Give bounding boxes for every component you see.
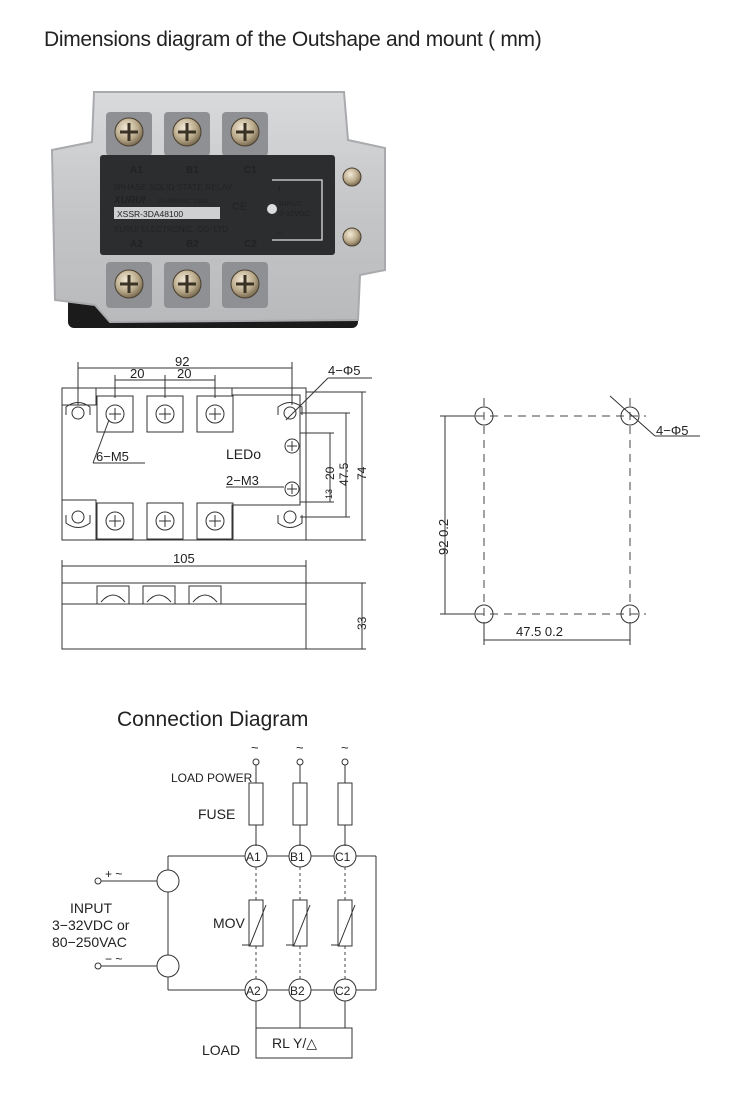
photo-company: XURUI ELECTRONIC. CO; LTD [114, 225, 228, 234]
tilde-a: ~ [251, 740, 259, 755]
label-plus-ac: + ~ [105, 867, 122, 881]
label-led: LEDo [226, 446, 261, 462]
photo-rating: 24-480VAC 100A [158, 198, 209, 205]
conn-terminal-c2: C2 [335, 984, 351, 998]
photo-terminal-a2: A2 [130, 239, 143, 250]
label-fuse: FUSE [198, 806, 235, 822]
mov-elements [242, 867, 356, 979]
dim-pitch-a: 20 [130, 366, 144, 381]
input-wires [94, 877, 157, 970]
conn-terminal-c1: C1 [335, 850, 351, 864]
mount-holes-diagram [440, 395, 700, 645]
load-box-label: RL Y/△ [272, 1035, 317, 1051]
label-mov: MOV [213, 915, 246, 931]
label-load: LOAD [202, 1042, 240, 1058]
tilde-b: ~ [296, 740, 304, 755]
label-4-phi5-mount: 4−Φ5 [656, 423, 688, 438]
supply-lines [248, 758, 353, 846]
dim-pitch-b: 20 [177, 366, 191, 381]
photo-terminal-c2: C2 [244, 239, 257, 250]
label-minus-ac: − ~ [105, 952, 122, 966]
dim-105: 105 [173, 551, 195, 566]
dimensions-title: Dimensions diagram of the Outshape and m… [44, 28, 542, 51]
photo-terminal-a1: A1 [130, 165, 143, 176]
dim-74: 74 [355, 466, 369, 480]
load-wiring [255, 1001, 353, 1059]
mount-slots [65, 402, 303, 528]
label-input-dc: 3−32VDC or [52, 917, 130, 933]
photo-terminal-b2: B2 [186, 239, 199, 250]
top-terminals [96, 395, 234, 433]
label-input: INPUT [70, 900, 112, 916]
dim-33: 33 [355, 616, 369, 630]
side-terminals [96, 585, 222, 605]
product-photo: A1 B1 C1 3PHASE SOLID STATE RELAY XURUI … [50, 91, 386, 328]
bottom-terminals [96, 502, 234, 540]
dim-92-tolerance: 92 0.2 [436, 519, 451, 555]
photo-plus: + [277, 184, 282, 194]
photo-input-range: 3-32VDC [279, 209, 310, 218]
photo-terminal-c1: C1 [244, 165, 257, 176]
dim-13: 13 [324, 489, 334, 499]
connection-title: Connection Diagram [117, 708, 309, 731]
front-body [61, 387, 307, 541]
photo-ce-mark: CE [232, 201, 247, 213]
front-view-drawing: 92 20 20 6−M5 4−Φ5 LEDo 2−M3 [61, 354, 700, 650]
relay-box [156, 855, 377, 991]
conn-terminal-a2: A2 [246, 984, 261, 998]
side-body [61, 582, 307, 650]
conn-terminal-a1: A1 [246, 850, 261, 864]
photo-minus: − [277, 228, 282, 238]
label-load-power: LOAD POWER [171, 771, 253, 785]
label-4-phi5-front: 4−Φ5 [328, 363, 360, 378]
label-2-m3: 2−M3 [226, 473, 259, 488]
dim-47-5-tolerance: 47.5 0.2 [516, 624, 563, 639]
dim-92: 92 [175, 354, 189, 369]
dim-47-5: 47.5 [337, 462, 351, 486]
photo-product-title: 3PHASE SOLID STATE RELAY [113, 182, 233, 192]
conn-terminal-b1: B1 [290, 850, 305, 864]
label-6-m5: 6−M5 [96, 449, 129, 464]
dim-20: 20 [323, 466, 337, 480]
label-input-ac: 80−250VAC [52, 934, 127, 950]
conn-terminal-b2: B2 [290, 984, 305, 998]
photo-model: XSSR-3DA48100 [117, 209, 183, 219]
photo-brand: XURUI [113, 195, 145, 206]
photo-input-label: INPUT [279, 199, 302, 208]
photo-terminal-b1: B1 [186, 165, 199, 176]
terminal-screws [114, 117, 362, 299]
tilde-c: ~ [341, 740, 349, 755]
